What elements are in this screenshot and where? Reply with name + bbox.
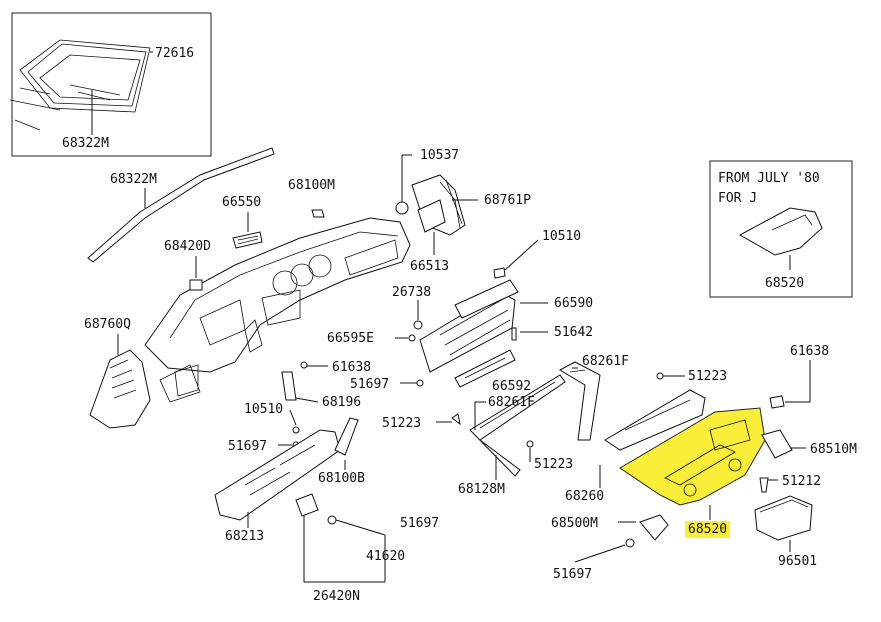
label-26738: 26738 [392, 285, 431, 300]
console-panel-68520: 68520 [619, 407, 766, 538]
label-61638-b: 61638 [790, 344, 829, 359]
clip-61638-b: 61638 [769, 344, 829, 409]
label-68520-highlight [685, 521, 731, 538]
label-51223-a: 51223 [382, 416, 421, 431]
label-68520-inset: 68520 [765, 276, 804, 291]
label-72616: 72616 [155, 46, 194, 61]
switch-68510M: 68510M [761, 429, 857, 459]
inset-note-line2: FOR J [718, 191, 757, 206]
label-66595E: 66595E [327, 331, 374, 346]
bracket-68128M: 51223 68261F 51223 68128M [382, 374, 573, 497]
label-26420N: 26420N [313, 589, 360, 604]
label-61638-a: 61638 [332, 360, 371, 375]
vent-assembly-68761P: 10537 68761P 66513 [395, 148, 531, 274]
label-51642: 51642 [554, 325, 593, 340]
cap-68100M: 68100M [288, 178, 335, 218]
label-51212: 51212 [782, 474, 821, 489]
label-68260: 68260 [565, 489, 604, 504]
bracket-68196: 61638 68196 10510 51697 [228, 360, 371, 454]
bracket-68500M: 68500M 51697 [551, 514, 669, 582]
label-68261F-a: 68261F [582, 354, 629, 369]
label-10537: 10537 [420, 148, 459, 163]
label-10510-a: 10510 [542, 229, 581, 244]
label-96501: 96501 [778, 554, 817, 569]
windshield-inset: 72616 68322M [9, 12, 212, 157]
side-vent-68760Q: 68760Q [84, 317, 151, 429]
label-68322M-inset: 68322M [62, 136, 109, 151]
highlighted-part-68520 [619, 407, 766, 506]
inset-note-line1: FROM JULY '80 [718, 171, 820, 186]
label-66513: 66513 [410, 259, 449, 274]
tray-96501: 96501 [754, 495, 817, 569]
label-66550: 66550 [222, 195, 261, 210]
label-51223-c: 51223 [688, 369, 727, 384]
label-68761P: 68761P [484, 193, 531, 208]
label-51223-b: 51223 [534, 457, 573, 472]
trim-66592: 66592 [454, 349, 531, 394]
label-68261F-b: 68261F [488, 395, 535, 410]
label-68420D: 68420D [164, 239, 211, 254]
label-51697-b: 51697 [228, 439, 267, 454]
label-68760Q: 68760Q [84, 317, 131, 332]
label-66590: 66590 [554, 296, 593, 311]
label-51697-c: 51697 [400, 516, 439, 531]
variant-inset: FROM JULY '80 FOR J 68520 [709, 160, 853, 298]
label-51697-a: 51697 [350, 377, 389, 392]
label-68500M: 68500M [551, 516, 598, 531]
label-68128M: 68128M [458, 482, 505, 497]
label-68322M: 68322M [110, 172, 157, 187]
label-51697-d: 51697 [553, 567, 592, 582]
molding-strip-68322M: 68322M [87, 147, 275, 263]
label-66592: 66592 [492, 379, 531, 394]
trim-68100B: 68100B [318, 417, 365, 486]
clip-68420D: 68420D [164, 239, 211, 291]
label-68100M: 68100M [288, 178, 335, 193]
label-68213: 68213 [225, 529, 264, 544]
dashboard-body [144, 217, 411, 403]
label-68520: 68520 [688, 522, 727, 537]
switch-26420N: 51697 41620 26420N [295, 493, 439, 604]
screw-51212: 51212 [759, 474, 821, 493]
label-68510M: 68510M [810, 442, 857, 457]
label-41620: 41620 [366, 549, 405, 564]
bracket-68261F: 68261F [558, 354, 629, 441]
console-bracket-68260: 51223 68260 [565, 369, 727, 504]
label-68100B: 68100B [318, 471, 365, 486]
center-vent-66590: 10510 26738 66590 66595E 51642 51697 [327, 229, 593, 392]
label-10510-b: 10510 [244, 402, 283, 417]
label-68196: 68196 [322, 395, 361, 410]
vent-66550: 66550 [222, 195, 263, 249]
